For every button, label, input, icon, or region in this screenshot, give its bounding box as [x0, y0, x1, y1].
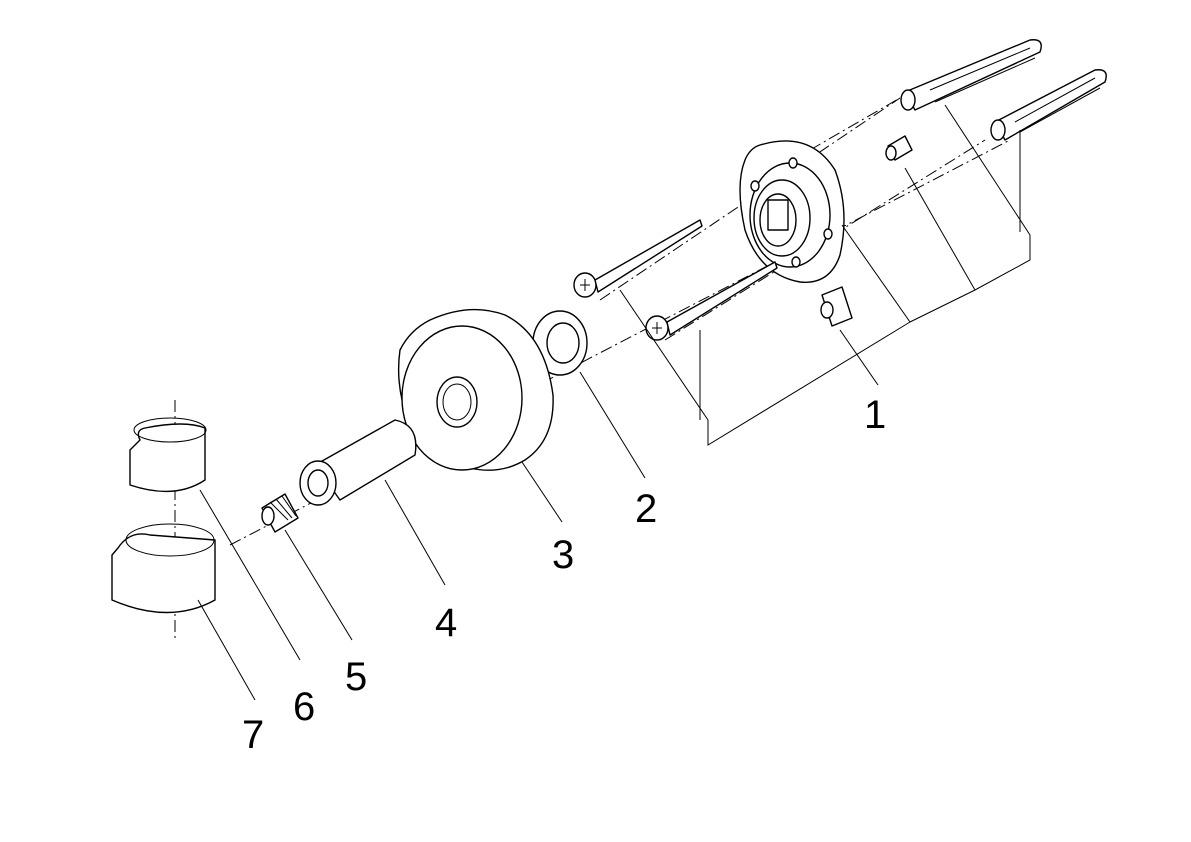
clip-lower [111, 523, 256, 701]
set-screw-upper [885, 135, 913, 161]
cover-disc [397, 308, 563, 523]
spacer-tube [299, 419, 446, 586]
callout-3: 3 [552, 533, 574, 577]
callout-1: 1 [864, 393, 886, 437]
mounting-plate [739, 140, 845, 283]
clip-upper [129, 417, 301, 661]
leader-1 [619, 104, 1031, 446]
wall-plug-lower [990, 69, 1107, 141]
callout-labels: 1 2 3 4 5 6 7 [242, 393, 886, 757]
callout-5: 5 [345, 655, 367, 699]
screw-lower [645, 261, 778, 341]
wall-plug-upper [900, 39, 1042, 111]
set-screw-lower [820, 286, 853, 327]
screw-upper [573, 219, 703, 298]
threaded-nipple [261, 493, 353, 641]
callout-7: 7 [242, 713, 264, 757]
washer [532, 310, 646, 479]
callout-6: 6 [293, 685, 315, 729]
callout-4: 4 [435, 601, 457, 645]
center-lines [174, 97, 1011, 640]
callout-2: 2 [635, 487, 657, 531]
